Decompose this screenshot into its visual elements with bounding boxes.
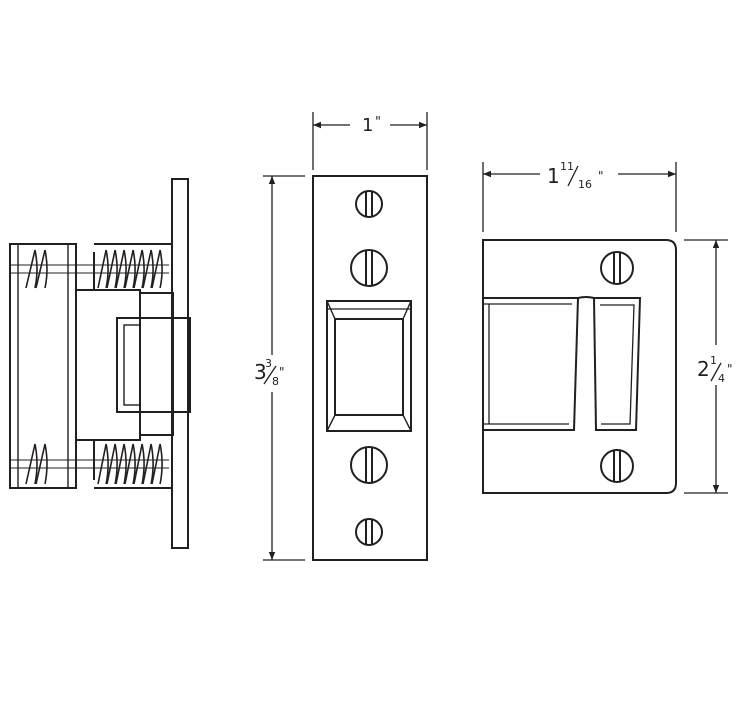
spring-coil	[133, 249, 145, 289]
svg-text:": "	[375, 115, 381, 130]
svg-text:": "	[598, 169, 604, 183]
strike-plate-view	[482, 239, 677, 494]
side-plunger-block	[139, 292, 174, 436]
front-faceplate	[312, 175, 428, 561]
spring-coil	[97, 249, 109, 289]
spring-coil	[124, 443, 136, 485]
svg-text:4: 4	[718, 372, 725, 385]
dim-label-width-strike: 1 11 16 "	[547, 160, 604, 191]
side-faceplate	[171, 178, 189, 549]
spring-coil	[142, 443, 154, 485]
svg-text:3: 3	[254, 360, 267, 384]
spring-coil	[35, 249, 48, 289]
screw-top-large-icon	[350, 249, 388, 287]
side-latch-bolt	[116, 317, 191, 413]
spring-coil	[97, 443, 109, 485]
spring-coil	[142, 249, 154, 289]
screw-bottom-small-icon	[355, 518, 383, 546]
spring-coil	[25, 249, 38, 289]
spring-coil	[115, 249, 127, 289]
svg-text:11: 11	[560, 160, 574, 173]
spring-coil	[115, 443, 127, 485]
spring-coil	[106, 249, 118, 289]
screw-bottom-large-icon	[350, 446, 388, 484]
spring-coil	[151, 443, 163, 485]
strike-plate-outline	[482, 239, 677, 494]
svg-text:16: 16	[578, 178, 592, 191]
spring-coil	[25, 443, 38, 485]
spring-coil	[133, 443, 145, 485]
side-view	[9, 178, 191, 549]
spring-coil	[124, 249, 136, 289]
svg-text:": "	[279, 365, 285, 379]
front-latch-inner	[334, 318, 404, 416]
strike-screw-bottom-icon	[600, 449, 634, 483]
spring-coil	[151, 249, 163, 289]
svg-text:3: 3	[265, 357, 272, 370]
spring-bottom	[10, 443, 169, 485]
screw-top-small-icon	[355, 190, 383, 218]
front-view	[312, 175, 428, 561]
spring-coil	[35, 443, 48, 485]
dimension-lines	[263, 112, 728, 561]
svg-text:2: 2	[697, 357, 710, 381]
strike-screw-top-icon	[600, 251, 634, 285]
front-latch-outer	[326, 300, 412, 432]
spring-top	[10, 249, 169, 289]
svg-text:1: 1	[710, 354, 717, 367]
dim-label-height-front: 3 3 8 "	[254, 357, 285, 388]
svg-text:1: 1	[547, 164, 560, 188]
spring-coil	[106, 443, 118, 485]
svg-text:1: 1	[362, 115, 373, 136]
dim-label-width-front: 1 "	[362, 115, 381, 136]
svg-text:": "	[727, 362, 733, 376]
dim-label-height-strike: 2 1 4 "	[697, 354, 733, 385]
svg-text:8: 8	[272, 375, 279, 388]
